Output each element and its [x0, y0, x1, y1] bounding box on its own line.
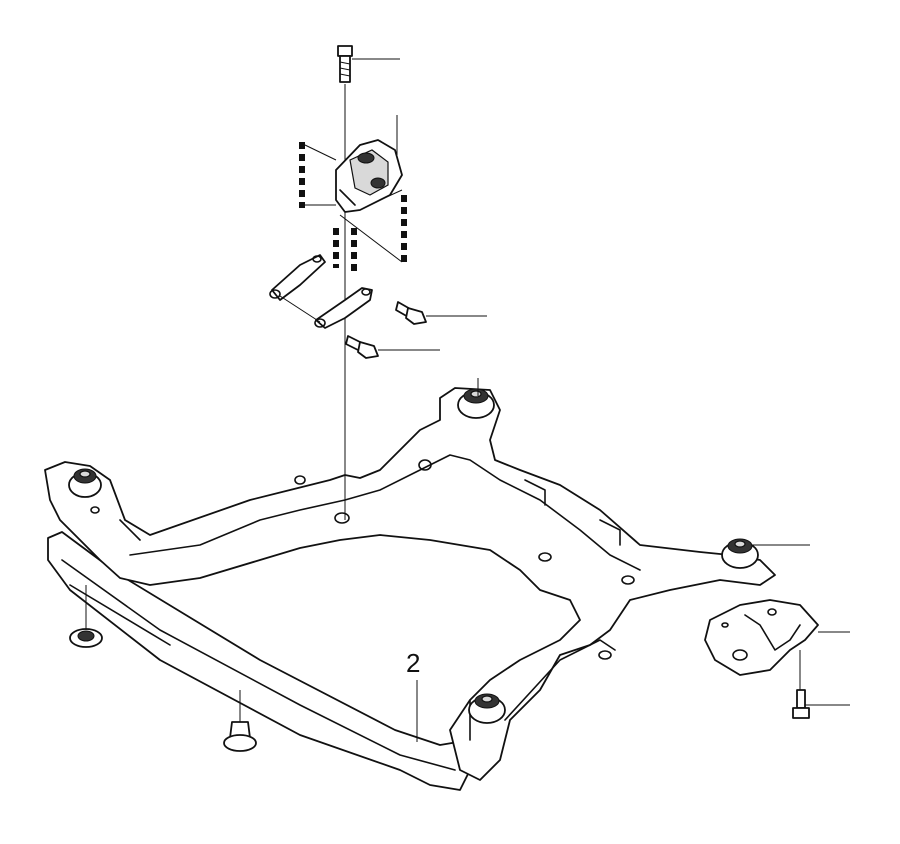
callout-subframe: 2: [406, 648, 420, 742]
side-bracket-bolt: [792, 689, 810, 719]
engine-mount: [335, 139, 403, 213]
nut-bottom: [223, 721, 257, 752]
mount-bracket-right: [314, 287, 373, 329]
washer-left: [69, 628, 103, 648]
bushing-front-left: [68, 468, 102, 498]
subframe: [44, 387, 776, 791]
bushing-rear-right: [721, 538, 759, 569]
mount-bracket-left: [269, 254, 326, 301]
bushing-rear-left: [457, 388, 495, 419]
callout-label: 2: [406, 648, 420, 678]
bracket-bolt-upper: [395, 301, 427, 325]
bushing-front-right: [468, 693, 506, 724]
side-bracket: [704, 599, 819, 676]
mount-bolt-top: [337, 45, 353, 83]
bracket-bolt-lower: [345, 335, 379, 359]
